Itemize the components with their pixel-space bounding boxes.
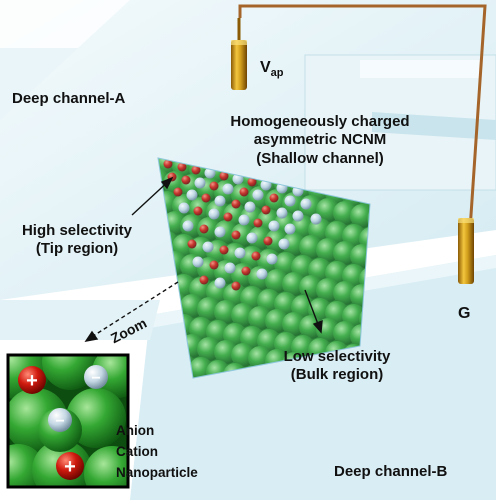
cation-ion xyxy=(223,212,233,222)
ground-label: G xyxy=(458,305,471,322)
cation-ion xyxy=(193,206,203,216)
membrane-caption-line1: Homogeneously charged xyxy=(230,113,410,130)
shallow-channel-slab xyxy=(304,54,496,191)
anion-ion xyxy=(192,256,204,268)
anion-ion xyxy=(244,201,256,213)
cation-ion xyxy=(231,199,241,209)
vap-main: V xyxy=(260,59,271,76)
cation-ion xyxy=(263,236,273,246)
cation-ion xyxy=(239,187,249,197)
membrane-caption: Homogeneously charged asymmetric NCNM (S… xyxy=(210,113,430,168)
anion-ion xyxy=(292,210,304,222)
deep-channel-b-label: Deep channel-B xyxy=(334,463,448,480)
zoom-inset: + − − + xyxy=(6,353,130,489)
nanoparticle xyxy=(206,360,230,378)
tip-region-caption: High selectivity (Tip region) xyxy=(12,222,142,259)
anion-ion xyxy=(178,202,190,214)
applied-voltage-label: Vap xyxy=(260,58,284,81)
inset-cation xyxy=(18,366,46,394)
cation-ion xyxy=(201,193,211,203)
cation-ion xyxy=(209,260,219,270)
anion-ion xyxy=(214,195,226,207)
membrane-caption-line3: (Shallow channel) xyxy=(256,149,384,167)
inset-cation xyxy=(56,452,84,480)
cation-ion xyxy=(181,175,191,185)
anion-ion xyxy=(182,220,194,232)
anion-ion xyxy=(278,238,290,250)
inset-nanoparticle xyxy=(42,355,98,390)
cation-ion xyxy=(269,193,279,203)
legend-anion: Anion xyxy=(116,423,155,438)
anion-ion xyxy=(214,226,226,238)
cation-ion xyxy=(187,239,197,249)
cation-ion xyxy=(247,177,257,187)
cation-ion xyxy=(163,159,173,169)
cation-ion xyxy=(241,266,251,276)
circuit-wire xyxy=(238,4,487,231)
anion-ion xyxy=(256,268,268,280)
anion-ion xyxy=(186,189,198,201)
anion-ion xyxy=(202,241,214,253)
deep-channel-a-label: Deep channel-A xyxy=(12,90,126,107)
anion-ion xyxy=(284,223,296,235)
anion-ion xyxy=(300,198,312,210)
cation-ion xyxy=(219,171,229,181)
inset-anion xyxy=(48,408,72,432)
vap-subscript: ap xyxy=(270,67,284,80)
inset-cation-sign: + xyxy=(26,370,38,392)
legend-cation: Cation xyxy=(116,444,158,459)
anion-ion xyxy=(284,195,296,207)
bulk-caption-line1: Low selectivity xyxy=(283,348,391,365)
bulk-region-caption: Low selectivity (Bulk region) xyxy=(272,348,402,385)
anion-ion xyxy=(268,220,280,232)
membrane-caption-line2: asymmetric NCNM xyxy=(253,131,387,149)
anion-ion xyxy=(224,262,236,274)
cation-ion xyxy=(199,275,209,285)
inset-cation-sign: + xyxy=(64,456,76,478)
anion-ion xyxy=(208,208,220,220)
vap-electrode xyxy=(231,18,247,90)
anion-ion xyxy=(194,177,206,189)
inset-anion xyxy=(84,365,108,389)
cation-ion xyxy=(173,187,183,197)
anion-ion xyxy=(238,214,250,226)
anion-ion xyxy=(310,213,322,225)
cation-ion xyxy=(231,281,241,291)
anion-ion xyxy=(276,207,288,219)
cation-ion xyxy=(191,165,201,175)
cation-ion xyxy=(177,162,187,172)
cation-ion xyxy=(219,245,229,255)
inset-anion-sign: − xyxy=(55,413,64,430)
anion-ion xyxy=(222,183,234,195)
bulk-caption-line2: (Bulk region) xyxy=(290,366,384,384)
anion-ion xyxy=(246,232,258,244)
inset-nanoparticle xyxy=(84,446,128,487)
inset-anion-sign: − xyxy=(91,370,100,387)
tip-caption-line1: High selectivity xyxy=(21,222,133,239)
anion-ion xyxy=(214,277,226,289)
ground-electrode xyxy=(458,218,474,284)
anion-ion xyxy=(252,189,264,201)
anion-ion xyxy=(234,247,246,259)
tip-caption-line2: (Tip region) xyxy=(35,240,119,258)
cation-ion xyxy=(199,224,209,234)
anion-ion xyxy=(266,253,278,265)
cation-ion xyxy=(261,205,271,215)
legend-nanoparticle: Nanoparticle xyxy=(116,465,198,480)
cation-ion xyxy=(251,251,261,261)
cation-ion xyxy=(231,230,241,240)
cation-ion xyxy=(253,218,263,228)
nanoparticle xyxy=(367,247,370,271)
cation-ion xyxy=(209,181,219,191)
